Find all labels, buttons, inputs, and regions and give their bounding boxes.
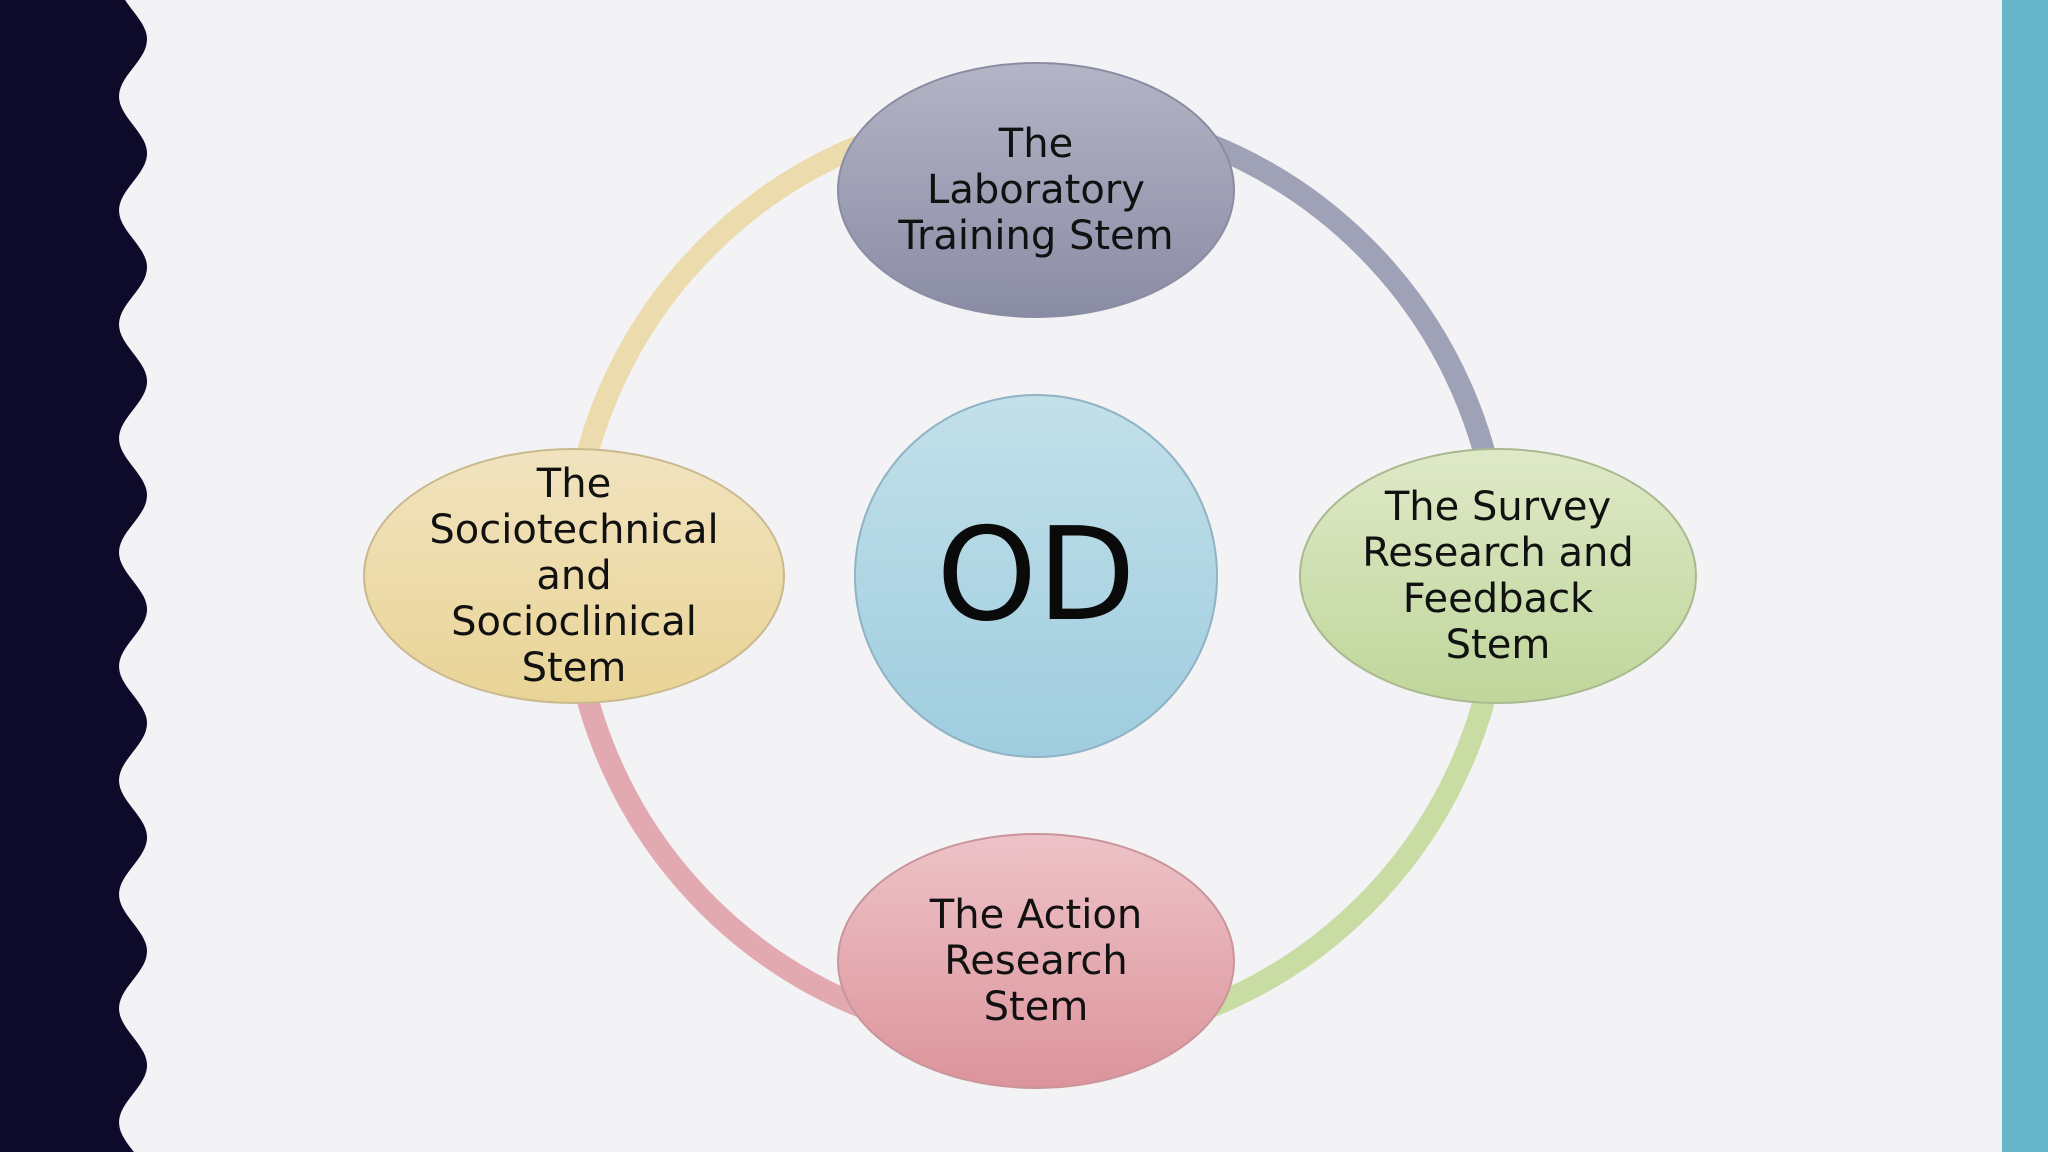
node-left-shape <box>363 448 785 704</box>
node-right-label: The Survey Research and Feedback Stem <box>1362 484 1634 668</box>
node-left-label: The Sociotechnical and Socioclinical Ste… <box>429 461 719 691</box>
node-top-label: The Laboratory Training Stem <box>898 121 1174 259</box>
node-right-shape <box>1299 448 1697 704</box>
right-accent-band <box>2002 0 2048 1152</box>
left-wavy-band <box>0 0 147 1152</box>
center-label: OD <box>936 501 1136 650</box>
node-bottom-shape <box>837 833 1235 1089</box>
node-top-shape <box>837 62 1235 318</box>
node-bottom-label: The Action Research Stem <box>929 892 1143 1030</box>
center-circle <box>854 394 1218 758</box>
